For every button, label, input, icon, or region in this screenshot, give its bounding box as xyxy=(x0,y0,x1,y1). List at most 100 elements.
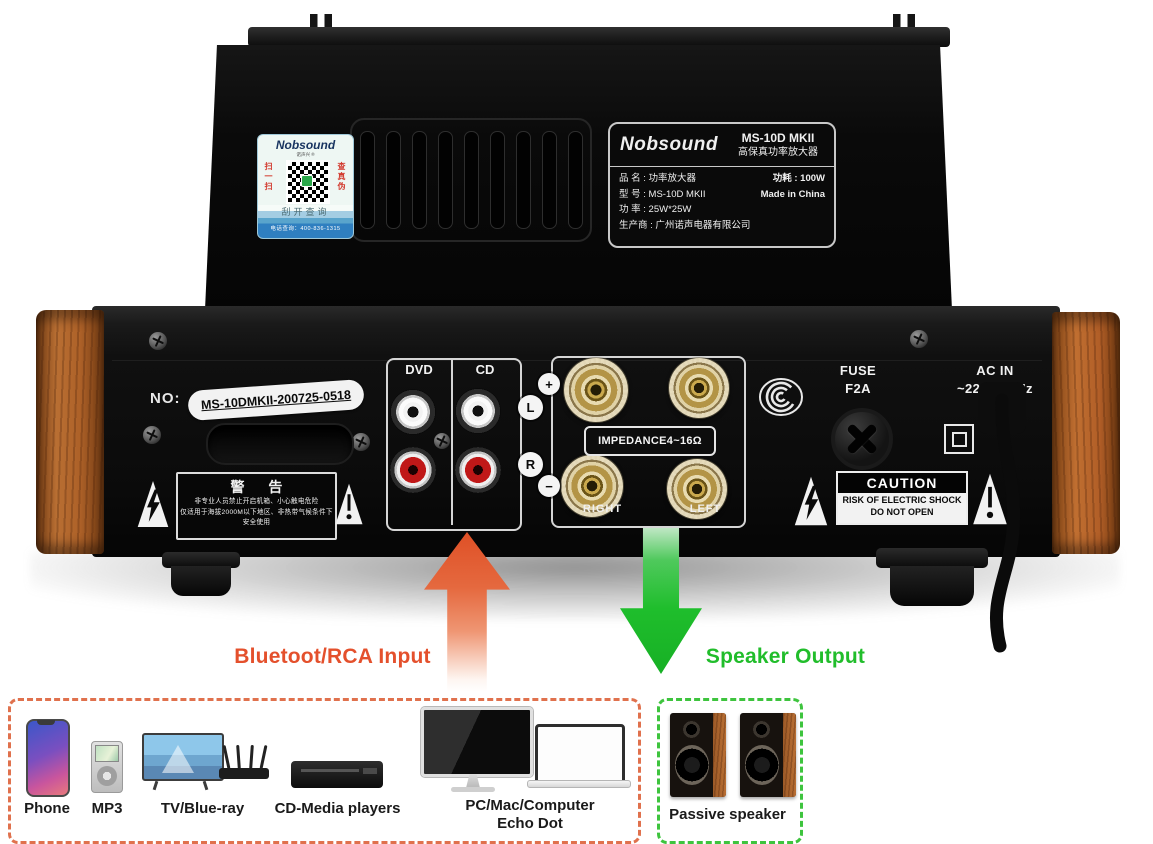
panel-screw xyxy=(352,433,370,451)
device-label-cd: CD-Media players xyxy=(274,800,401,817)
ccc-mark-icon xyxy=(759,378,803,416)
vent-slot xyxy=(359,131,375,229)
dvd-input-label: DVD xyxy=(405,362,433,377)
left-channel-badge: L xyxy=(518,395,543,420)
model-name-cn: 高保真功率放大器 xyxy=(738,147,818,159)
spec-key-value: 功 率 : 25W*25W xyxy=(619,204,692,216)
rca-input-group xyxy=(386,358,522,531)
rca-jack-dvd-right xyxy=(390,447,436,493)
caution-line2: DO NOT OPEN xyxy=(870,507,934,518)
device-label-echo-dot: Echo Dot xyxy=(497,815,563,832)
fuse-text: FUSE F2A xyxy=(822,362,894,397)
warning-line: 仅适用于海拔2000M以下地区、非热带气候条件下安全使用 xyxy=(180,508,333,527)
spec-key-value: 生产商 : 广州诺声电器有限公司 xyxy=(619,220,751,232)
fuse-line1: FUSE xyxy=(839,363,877,378)
spec-row: 生产商 : 广州诺声电器有限公司 xyxy=(619,218,825,234)
vent-grille xyxy=(350,118,592,242)
cd-player-icon xyxy=(291,761,383,788)
vent-slot xyxy=(567,131,583,229)
vent-slot xyxy=(515,131,531,229)
minus-badge: − xyxy=(538,475,560,497)
left-output-label: LEFT xyxy=(689,503,722,515)
spec-right-value: Made in China xyxy=(760,188,825,200)
sticker-verify-text: 查真伪 xyxy=(337,162,346,192)
panel-screw xyxy=(149,332,167,350)
monitor-stand xyxy=(466,774,480,788)
spec-right-value: 功耗 : 100W xyxy=(772,173,825,184)
sticker-brand: Nobsound xyxy=(275,138,336,152)
binding-post-left-plus xyxy=(669,358,729,418)
serial-prefix: NO: xyxy=(150,390,181,407)
wood-side-left xyxy=(36,310,104,554)
power-cord xyxy=(978,382,1026,653)
sticker-scratch-text: 刮开查询 xyxy=(258,205,353,218)
panel-seam xyxy=(112,360,1042,361)
rca-jack-cd-left xyxy=(455,388,501,434)
binding-post-right-minus xyxy=(561,455,623,517)
sticker-scan-text: 扫一扫 xyxy=(264,162,273,192)
brand-logo: Nobsound xyxy=(620,134,718,155)
laptop-icon xyxy=(535,724,625,784)
sticker-hotline: 电话查询：400-836-1315 xyxy=(270,226,341,232)
laptop-base xyxy=(527,780,631,788)
hinge-pin-left xyxy=(310,14,332,29)
rubber-foot xyxy=(162,552,240,568)
spec-label: Nobsound MS-10D MKII 高保真功率放大器 品 名 : 功率放大… xyxy=(608,122,836,248)
device-label-phone: Phone xyxy=(24,800,70,817)
passive-speaker-icon xyxy=(670,713,726,797)
caution-label: CAUTION RISK OF ELECTRIC SHOCK DO NOT OP… xyxy=(836,471,968,525)
rca-jack-dvd-left xyxy=(390,389,436,435)
input-devices-box xyxy=(8,698,641,844)
high-voltage-icon xyxy=(794,476,828,526)
tv-icon xyxy=(142,733,224,781)
spec-row: 品 名 : 功率放大器 功耗 : 100W xyxy=(619,171,825,187)
high-voltage-icon xyxy=(137,481,169,527)
router-icon xyxy=(219,768,269,779)
right-output-label: RIGHT xyxy=(582,503,623,515)
device-label-passive-speaker: Passive speaker xyxy=(669,806,786,823)
vent-slot xyxy=(437,131,453,229)
monitor-base xyxy=(451,787,495,792)
warning-icon xyxy=(973,473,1007,525)
hinge-pin-right xyxy=(893,14,915,29)
spec-row: 功 率 : 25W*25W xyxy=(619,202,825,218)
fuse-line2: F2A xyxy=(845,380,871,396)
warning-icon xyxy=(335,483,363,525)
vent-slot xyxy=(385,131,401,229)
warning-line: 非专业人员禁止开启机箱、小心触电危险 xyxy=(194,498,319,505)
class2-insulation-icon xyxy=(944,424,974,454)
rubber-foot xyxy=(890,566,974,606)
rubber-foot xyxy=(876,548,988,568)
antenna-recess xyxy=(206,423,354,465)
mp3-player-icon xyxy=(91,741,123,793)
binding-post-right-plus xyxy=(564,358,628,422)
cd-input-label: CD xyxy=(475,362,495,377)
caution-line1: RISK OF ELECTRIC SHOCK xyxy=(842,495,962,505)
right-channel-badge: R xyxy=(518,452,543,477)
monitor-icon xyxy=(421,707,533,777)
device-label-mp3: MP3 xyxy=(91,800,123,817)
spec-row: 型 号 : MS-10D MKII Made in China xyxy=(619,187,825,203)
ac-line1: AC IN xyxy=(976,363,1014,378)
fuse-holder xyxy=(831,408,893,470)
device-label-tv: TV/Blue-ray xyxy=(160,800,245,817)
warning-title: 警 告 xyxy=(230,479,293,495)
top-cover-rail xyxy=(248,27,950,47)
input-annotation: Bluetoot/RCA Input xyxy=(234,645,431,668)
rca-jack-cd-right xyxy=(455,447,501,493)
binding-post-left-minus xyxy=(667,459,727,519)
output-devices-box xyxy=(657,698,803,844)
phone-icon xyxy=(26,719,70,797)
qr-sticker: Nobsound 诺声兴 ® 扫一扫 查真伪 刮开查询 电话查询：400-836… xyxy=(257,134,354,239)
panel-screw xyxy=(143,426,161,444)
vent-slot xyxy=(541,131,557,229)
sticker-subtitle: 诺声兴 ® xyxy=(296,152,315,157)
output-annotation: Speaker Output xyxy=(705,645,866,668)
model-number: MS-10D MKII xyxy=(741,130,815,145)
plus-badge: + xyxy=(538,373,560,395)
speaker-terminal-group xyxy=(551,356,746,528)
spec-key-value: 型 号 : MS-10D MKII xyxy=(619,188,706,200)
panel-screw xyxy=(434,433,450,449)
qr-logo-icon xyxy=(301,175,313,187)
